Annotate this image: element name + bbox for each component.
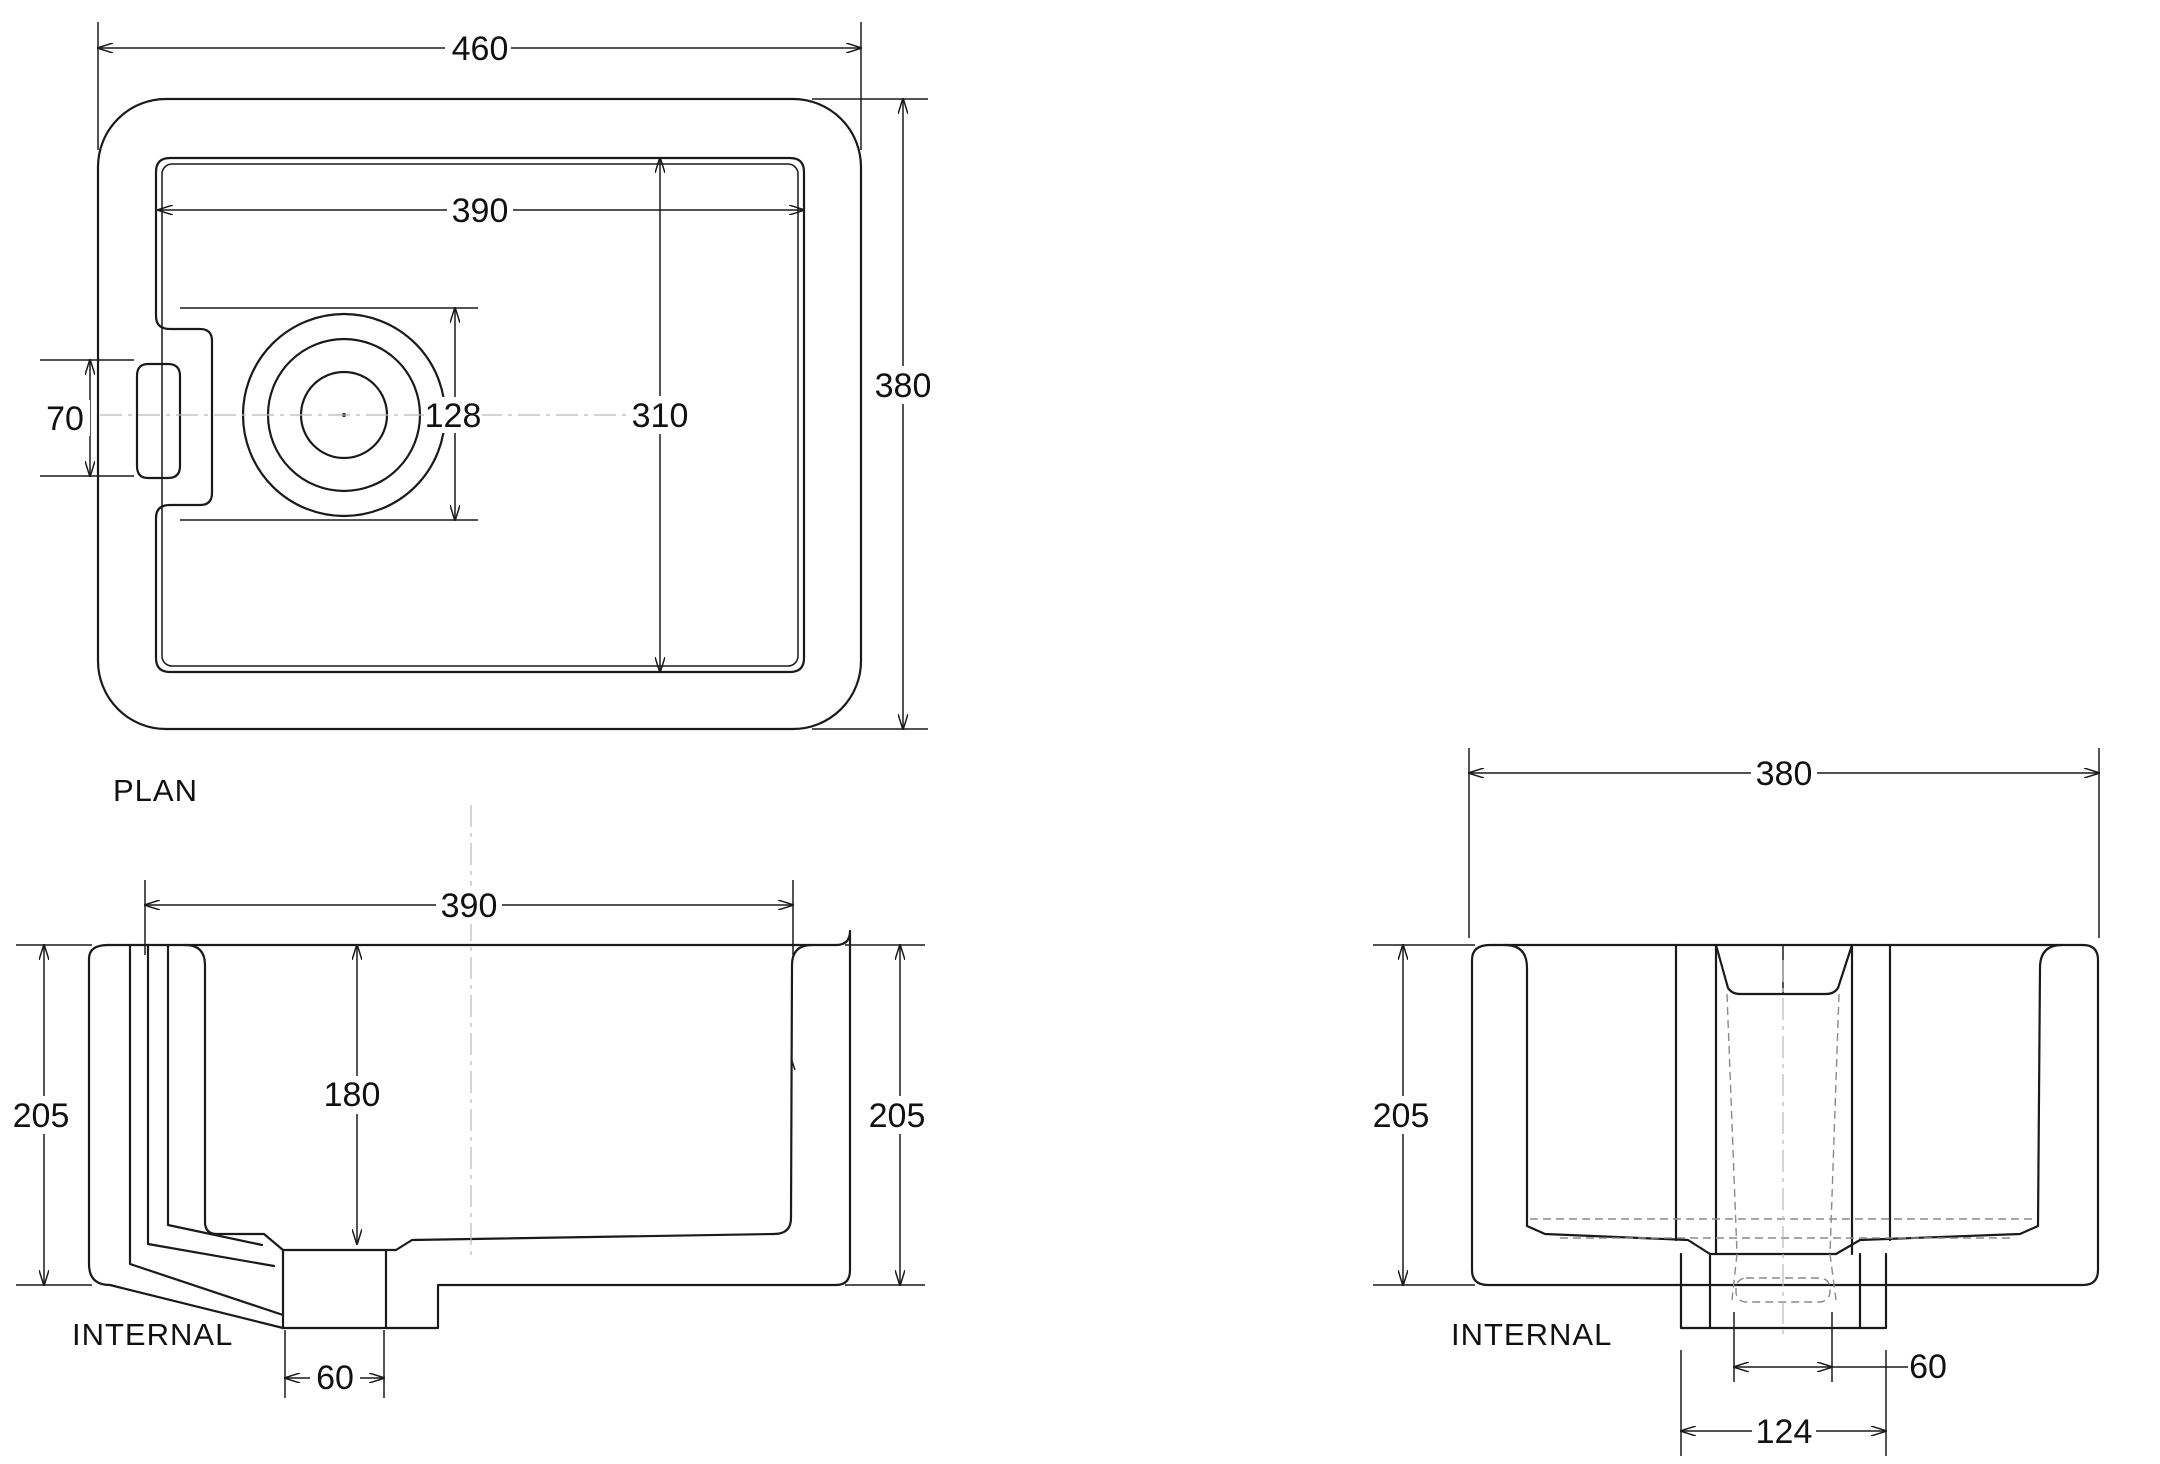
dim-front-outlet-width: 60 <box>316 1359 354 1397</box>
dim-plan-overall-depth: 380 <box>875 367 932 405</box>
side-internal-label: INTERNAL <box>1451 1317 1612 1352</box>
dim-front-inner-width: 390 <box>441 887 498 925</box>
dim-side-outlet-inner: 60 <box>1909 1348 1947 1386</box>
dim-plan-inner-depth: 310 <box>632 397 689 435</box>
plan-overflow-slot <box>135 362 182 480</box>
front-rim-mark <box>790 1057 796 1071</box>
front-internal-wall-line <box>146 943 276 1268</box>
front-internal-label: INTERNAL <box>72 1317 233 1352</box>
dim-front-height-left: 205 <box>13 1097 70 1135</box>
side-outlet-housing <box>1679 1252 1888 1330</box>
plan-view-label: PLAN <box>113 773 198 808</box>
dim-front-inner-depth: 180 <box>324 1076 381 1114</box>
plan-outer-outline <box>96 97 863 731</box>
dim-waste-diameter: 128 <box>425 397 482 435</box>
side-hidden-taper <box>1726 993 1840 1301</box>
side-basin-outline <box>1503 943 2064 1256</box>
dim-overflow-height: 70 <box>46 400 84 438</box>
plan-basin-outline <box>154 156 806 674</box>
plan-view: 460 390 380 310 128 70 PLAN <box>40 22 936 808</box>
front-basin-outline <box>183 943 814 1252</box>
plan-basin-inner-line <box>161 163 799 667</box>
side-section-view: 380 205 60 124 INTERNAL <box>1369 748 2099 1456</box>
side-overflow-channel <box>1714 943 1854 996</box>
front-section-view: 390 180 205 205 60 INTERNAL <box>8 805 930 1398</box>
side-outer-outline <box>1470 943 2100 1287</box>
dim-side-outlet-outer: 124 <box>1756 1413 1813 1451</box>
front-outer-outline <box>87 929 852 1330</box>
dim-front-height-right: 205 <box>869 1097 926 1135</box>
dim-side-height: 205 <box>1373 1097 1430 1135</box>
front-internal-wall-line <box>128 943 285 1317</box>
dim-plan-overall-width: 460 <box>452 30 509 68</box>
dim-side-overall-width: 380 <box>1756 755 1813 793</box>
front-internal-wall-line <box>166 943 264 1247</box>
dim-plan-inner-width: 390 <box>452 192 509 230</box>
